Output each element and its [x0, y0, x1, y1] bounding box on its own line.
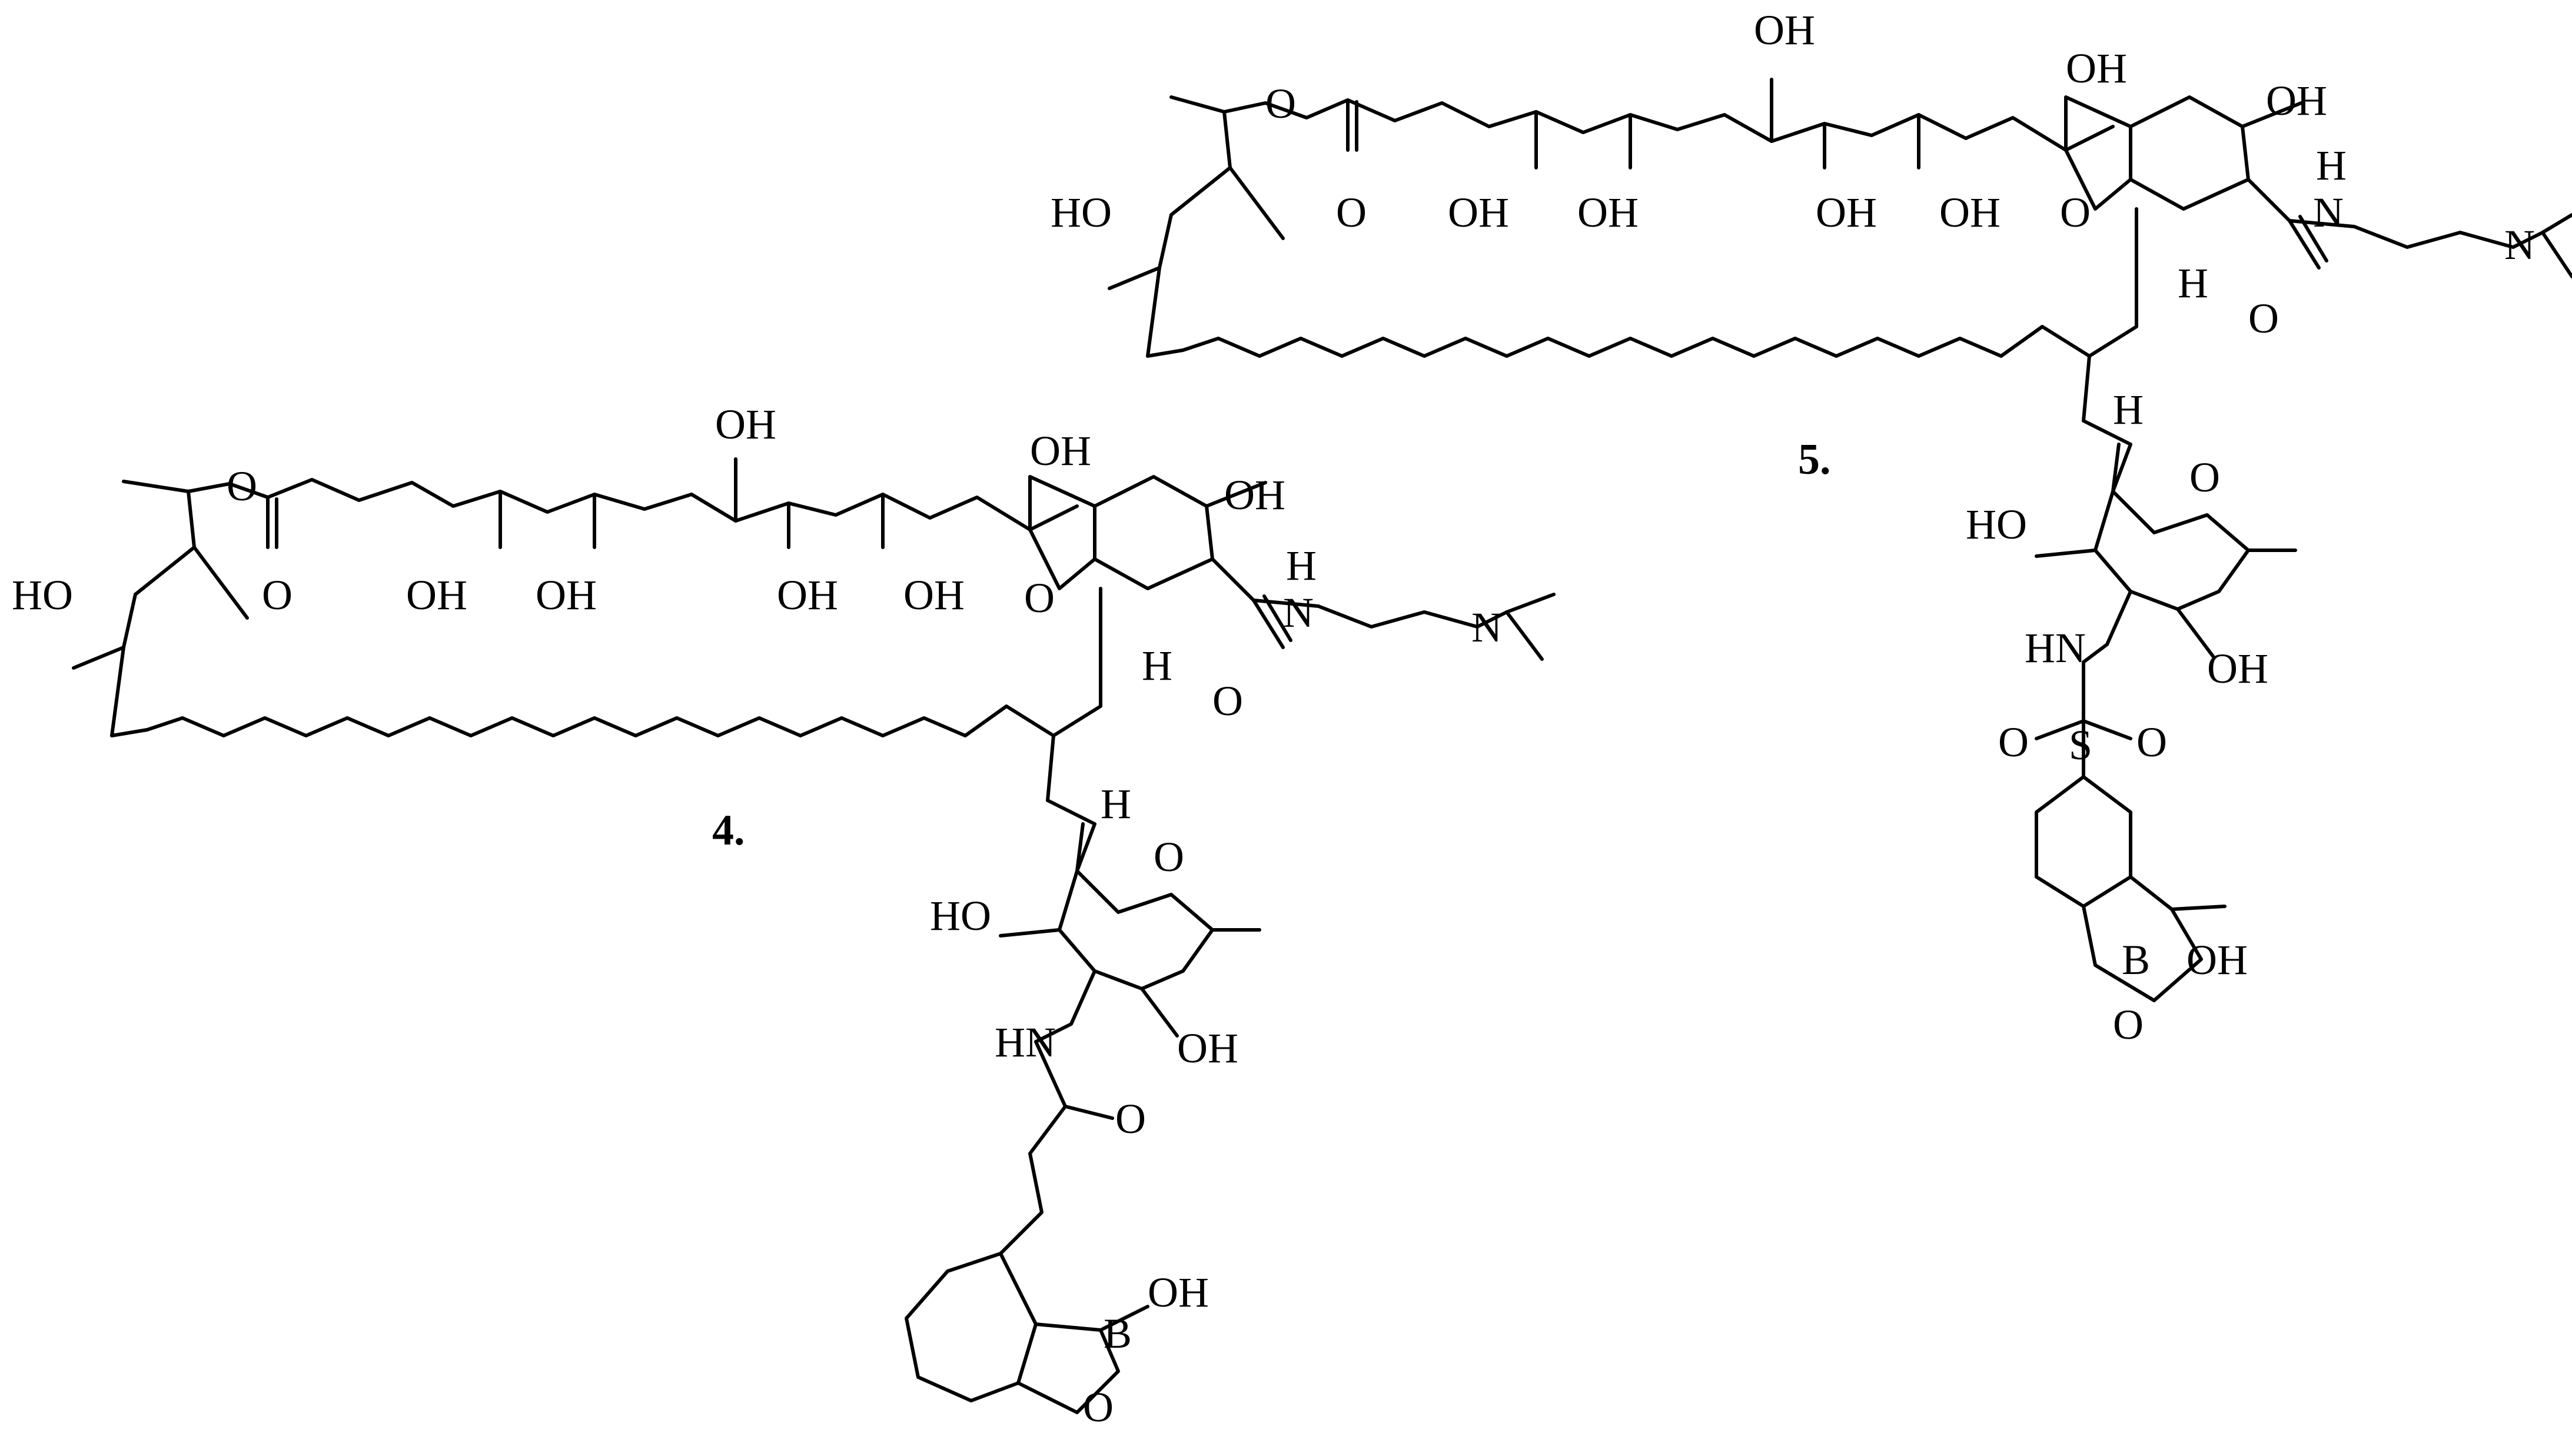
compound-4-label-oh-chain-4: OH	[903, 571, 965, 619]
compound-5-bonds	[1108, 78, 2572, 1002]
compound-4-label-o-carbonyl: O	[262, 571, 293, 619]
compound-5-label-oh-chain-2: OH	[1577, 189, 1639, 236]
compound-4-label-o-propanamide: O	[1115, 1095, 1146, 1142]
compound-4-label-h-sugar: H	[1101, 780, 1131, 827]
compound-4-label-oh-chain-3: OH	[777, 571, 838, 619]
compound-5-label-o-amide: O	[2248, 295, 2279, 342]
compound-4-label-oh-pyran-right: OH	[1224, 471, 1285, 518]
compound-5-label-oh-pyran-right: OH	[2266, 77, 2327, 124]
compound-4-label-ho-sugar: HO	[930, 892, 991, 939]
compound-5-label-oh-chain-4: OH	[1939, 189, 2001, 236]
compound-4-label-ho-left: HO	[12, 571, 73, 619]
compound-5-label-h-pyran: H	[2178, 260, 2208, 307]
compound-4-label-n-dimethyl: N	[1471, 604, 1502, 651]
compound-5-label-oh-chain-3: OH	[1816, 189, 1877, 236]
compound-5-label-o-pyran: O	[2060, 189, 2091, 236]
compound-5-label-o-sulfonyl-right: O	[2136, 719, 2167, 766]
compound-5-label-oh-sugar: OH	[2207, 645, 2268, 692]
compound-4-number: 4.	[712, 806, 745, 855]
compound-5-atom-labels: OH OH OH O O OH OH OH OH HO O H H N O N …	[1051, 6, 2535, 1048]
compound-4-label-o-amide: O	[1212, 677, 1243, 724]
compound-5-label-hn-sugar: HN	[2025, 624, 2086, 672]
compound-4-label-o-pyran: O	[1024, 574, 1055, 621]
compound-4-label-oh-pyran-top: OH	[1030, 427, 1091, 474]
compound-5-label-h-amide: H	[2316, 142, 2347, 189]
compound-5-label-o-carbonyl: O	[1336, 189, 1367, 236]
compound-4-label-oh-chain-1: OH	[406, 571, 467, 619]
compound-5-label-b-boron: B	[2122, 936, 2150, 983]
compound-4-label-h-amide: H	[1286, 542, 1317, 589]
compound-4-label-o-ester: O	[227, 463, 257, 510]
compound-4-label-o-sugar: O	[1154, 833, 1184, 880]
compound-5-label-o-sugar: O	[2189, 454, 2220, 501]
compound-4-label-oh-upper-center: OH	[715, 401, 776, 448]
compound-5-label-oh-chain-1: OH	[1448, 189, 1509, 236]
compound-4-atom-labels: OH OH OH O O OH OH OH OH HO O H O N H N …	[12, 401, 1502, 1431]
compound-5-label-n-dimethyl: N	[2504, 221, 2535, 268]
compound-4-label-oh-sugar: OH	[1177, 1025, 1238, 1072]
compound-5-label-n-amide: N	[2313, 189, 2344, 236]
compound-4-label-oh-chain-2: OH	[536, 571, 597, 619]
compound-4-label-h-pyran: H	[1142, 642, 1172, 689]
compound-4-label-o-oxaborole: O	[1083, 1384, 1114, 1431]
compound-4-label-b-boron: B	[1104, 1310, 1132, 1357]
compound-4-label-oh-boron: OH	[1148, 1269, 1209, 1316]
compound-5-label-o-ester: O	[1265, 80, 1296, 127]
compound-5-label-s-sulfonyl: S	[2069, 722, 2092, 769]
compound-5-label-o-sulfonyl-left: O	[1998, 719, 2029, 766]
compound-4-label-hn-sugar: HN	[995, 1019, 1056, 1066]
compound-4-bonds	[72, 457, 1556, 1414]
compound-4-structure: OH OH OH O O OH OH OH OH HO O H O N H N …	[12, 401, 1556, 1431]
compound-5-label-h-sugar: H	[2113, 386, 2144, 433]
compound-5-structure: OH OH OH O O OH OH OH OH HO O H H N O N …	[1051, 6, 2572, 1048]
compound-5-label-oh-boron: OH	[2186, 936, 2248, 983]
compound-4-label-n-amide: N	[1283, 589, 1314, 636]
compound-5-label-ho-sugar: HO	[1966, 501, 2027, 548]
compound-5-label-oh-pyran-top: OH	[2066, 45, 2127, 92]
compound-5-number: 5.	[1798, 436, 1831, 484]
compound-5-label-ho-left: HO	[1051, 189, 1112, 236]
compound-5-label-oh-top-1: OH	[1754, 6, 1815, 54]
compound-5-label-o-oxaborole: O	[2113, 1001, 2144, 1048]
